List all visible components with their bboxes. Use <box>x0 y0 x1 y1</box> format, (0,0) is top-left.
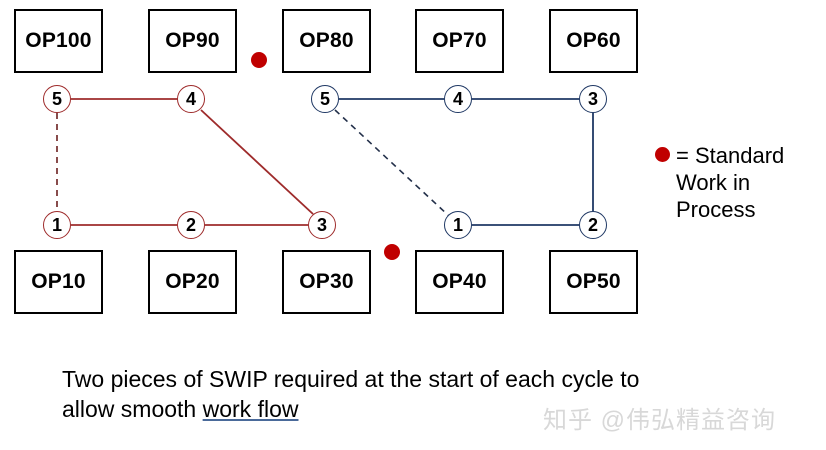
red-node-1: 1 <box>43 211 71 239</box>
operation-box-label: OP50 <box>566 270 621 293</box>
blue-dashed-edges <box>334 109 450 217</box>
node-label: 5 <box>319 89 330 109</box>
red-node-3: 3 <box>308 211 336 239</box>
node-label: 4 <box>185 89 196 109</box>
node-label: 2 <box>587 215 598 235</box>
node-label: 2 <box>185 215 196 235</box>
blue-node-3: 3 <box>579 85 607 113</box>
operation-box-op20: OP20 <box>148 250 237 314</box>
swip-dot-2 <box>384 244 400 260</box>
blue-solid-edges <box>339 98 594 226</box>
operation-box-label: OP100 <box>25 29 92 52</box>
node-label: 1 <box>452 215 463 235</box>
node-label: 4 <box>452 89 463 109</box>
operation-box-op100: OP100 <box>14 9 103 73</box>
operation-box-op90: OP90 <box>148 9 237 73</box>
operation-box-op10: OP10 <box>14 250 103 314</box>
operation-box-op50: OP50 <box>549 250 638 314</box>
caption-line-1: Two pieces of SWIP required at the start… <box>62 366 640 392</box>
red-edge-2 <box>200 109 314 215</box>
blue-dashed-edge-0 <box>334 109 450 217</box>
red-node-4: 4 <box>177 85 205 113</box>
caption-block: Two pieces of SWIP required at the start… <box>62 364 682 424</box>
blue-node-5: 5 <box>311 85 339 113</box>
operation-box-label: OP60 <box>566 29 621 52</box>
operation-box-label: OP30 <box>299 270 354 293</box>
red-node-2: 2 <box>177 211 205 239</box>
operation-box-op40: OP40 <box>415 250 504 314</box>
operation-box-label: OP20 <box>165 270 220 293</box>
zhihu-watermark: 知乎 @伟弘精益咨询 <box>543 407 777 434</box>
blue-node-4: 4 <box>444 85 472 113</box>
operation-box-label: OP90 <box>165 29 220 52</box>
operation-box-label: OP70 <box>432 29 487 52</box>
blue-node-2: 2 <box>579 211 607 239</box>
node-label: 3 <box>316 215 327 235</box>
node-label: 1 <box>51 215 62 235</box>
operation-box-label: OP10 <box>31 270 86 293</box>
operation-box-label: OP80 <box>299 29 354 52</box>
operation-box-op60: OP60 <box>549 9 638 73</box>
legend-swip-dot-icon <box>655 147 670 162</box>
legend-text: = Standard Work in Process <box>676 143 785 222</box>
operation-box-label: OP40 <box>432 270 487 293</box>
red-solid-edges <box>71 98 314 226</box>
operation-box-op70: OP70 <box>415 9 504 73</box>
work-flow-link[interactable]: work flow <box>202 396 299 422</box>
operation-box-op80: OP80 <box>282 9 371 73</box>
blue-node-1: 1 <box>444 211 472 239</box>
caption-line-2-prefix: allow smooth <box>62 396 203 422</box>
caption-line-2: allow smooth work flow <box>62 394 682 424</box>
operation-box-op30: OP30 <box>282 250 371 314</box>
node-label: 3 <box>587 89 598 109</box>
node-label: 5 <box>51 89 62 109</box>
red-node-5: 5 <box>43 85 71 113</box>
swip-dot-1 <box>251 52 267 68</box>
